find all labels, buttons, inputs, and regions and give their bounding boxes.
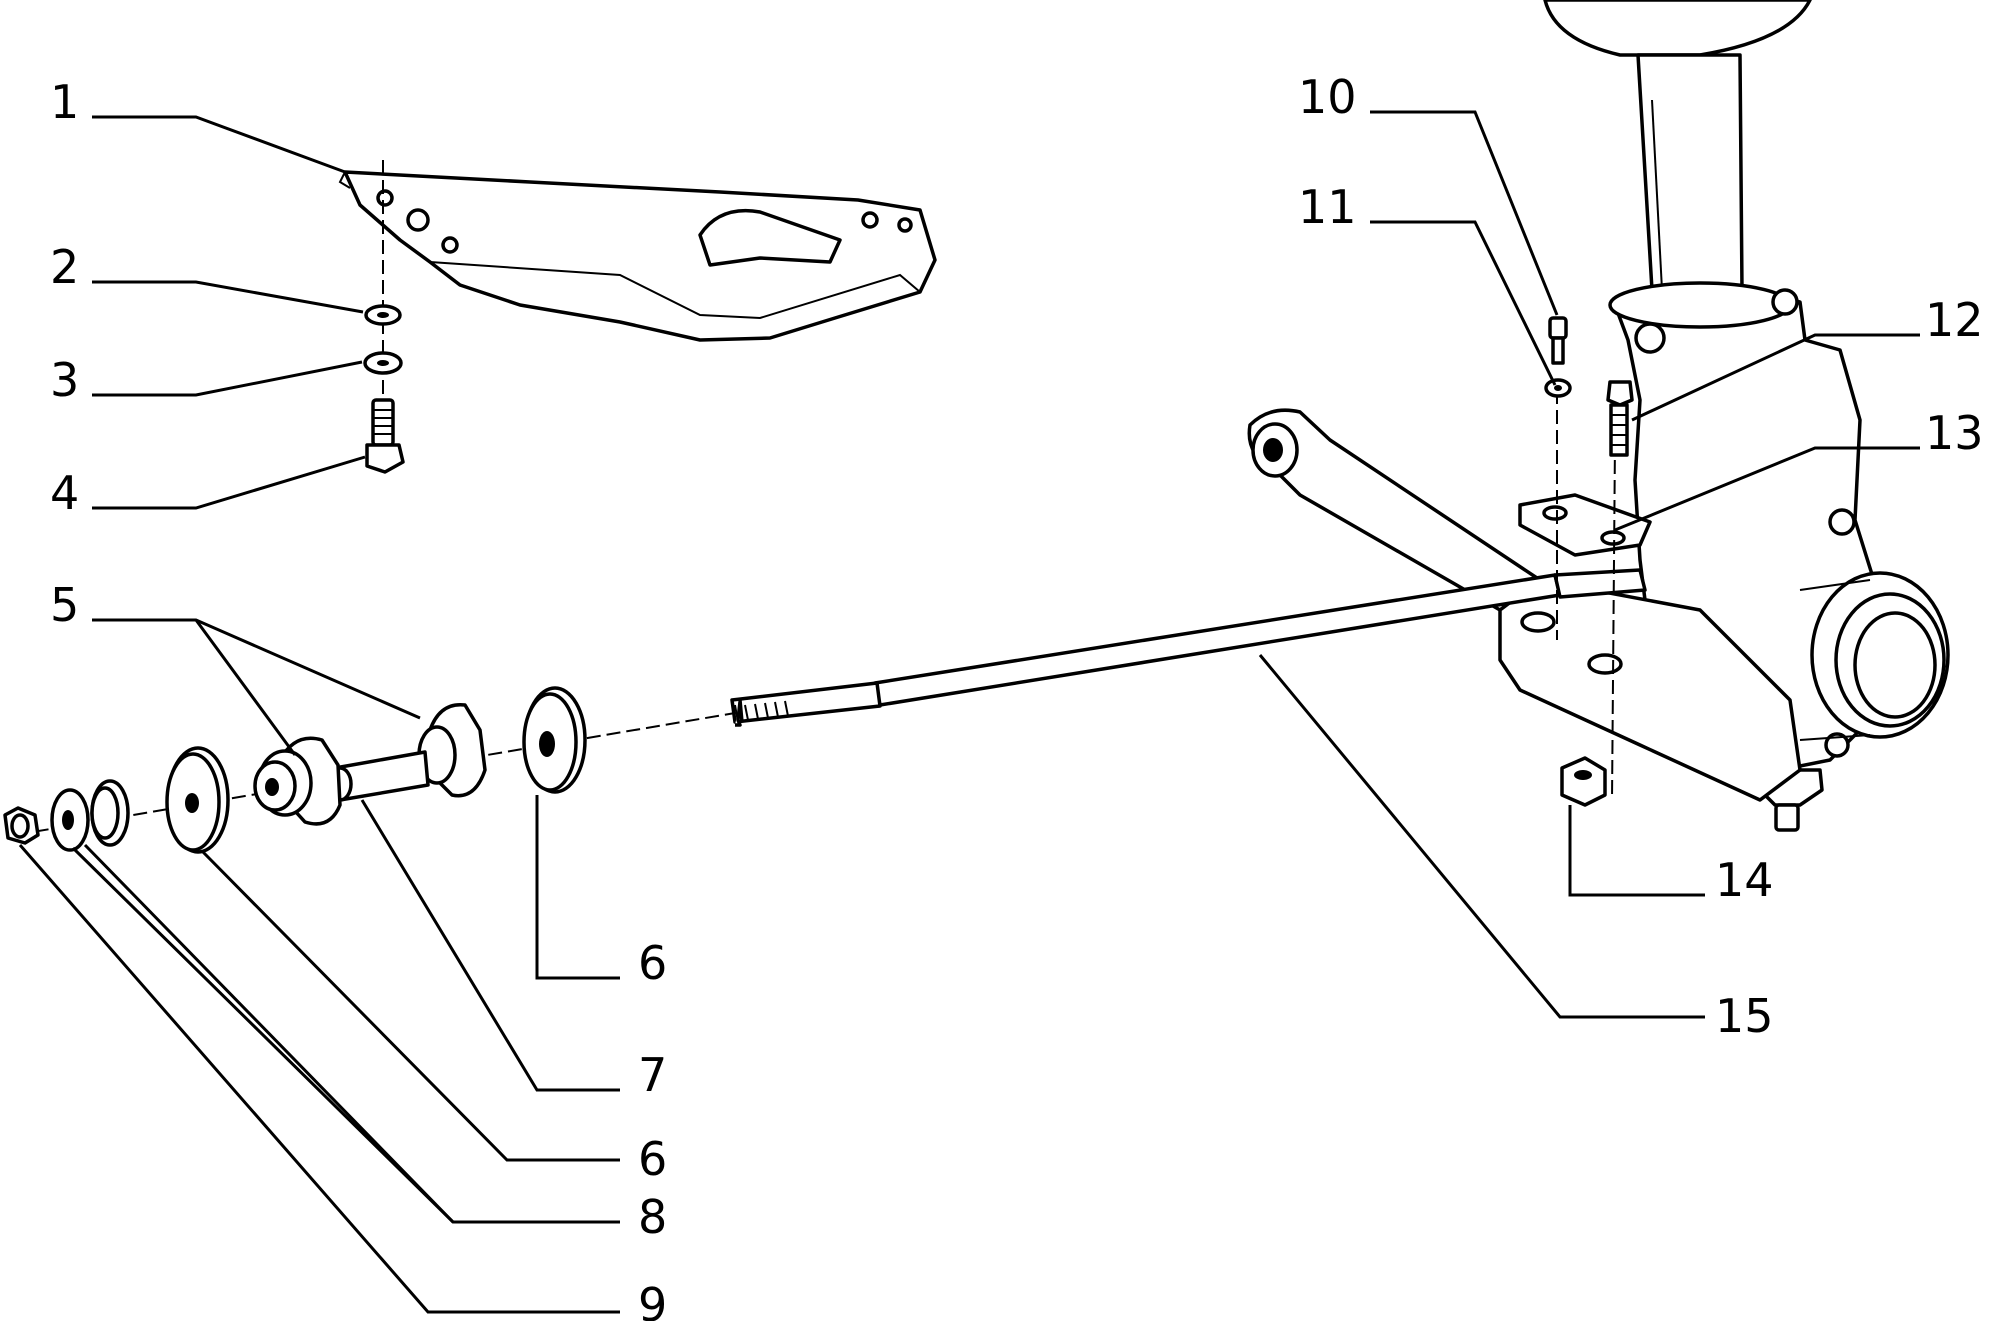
strut-assembly [1543, 0, 1812, 292]
washer-3 [363, 351, 403, 375]
tie-rod [730, 568, 1647, 727]
bolt-4 [365, 398, 405, 474]
tie-rod-thread [734, 700, 789, 723]
callout-13: 13 [1925, 406, 1984, 460]
washer-2 [364, 304, 402, 326]
bolt-12 [1606, 380, 1634, 457]
callout-5: 5 [50, 578, 79, 632]
callout-6-upper: 6 [638, 936, 667, 990]
spacer-tube-7 [327, 750, 430, 802]
bush-5-left [253, 736, 342, 826]
reinforcement-plate [1518, 493, 1652, 557]
callout-8: 8 [638, 1190, 667, 1244]
callout-2: 2 [50, 240, 79, 294]
callout-4: 4 [50, 466, 79, 520]
mounting-bracket [338, 170, 937, 342]
fastener-axis-right-2 [1611, 439, 1616, 801]
callout-3: 3 [50, 353, 79, 407]
nut-14 [1560, 756, 1607, 807]
callout-15: 15 [1715, 989, 1774, 1043]
washer-6-right [522, 686, 587, 794]
bolt-10 [1548, 316, 1568, 365]
callout-11: 11 [1298, 180, 1357, 234]
callout-1: 1 [50, 75, 79, 129]
callout-10: 10 [1298, 70, 1357, 124]
washer-6-left [165, 746, 230, 854]
callout-12: 12 [1925, 293, 1984, 347]
nut-9 [3, 806, 40, 845]
callout-numbers: 1 2 3 4 5 6 7 6 8 9 10 11 12 13 14 15 [50, 70, 1984, 1321]
washer-8b [90, 779, 130, 847]
leader-lines [18, 110, 1920, 1314]
callout-6-lower: 6 [638, 1132, 667, 1186]
callout-14: 14 [1715, 853, 1774, 907]
washer-8a [50, 788, 90, 852]
callout-7: 7 [638, 1048, 667, 1102]
callout-9: 9 [638, 1278, 667, 1321]
washer-11 [1544, 378, 1572, 398]
